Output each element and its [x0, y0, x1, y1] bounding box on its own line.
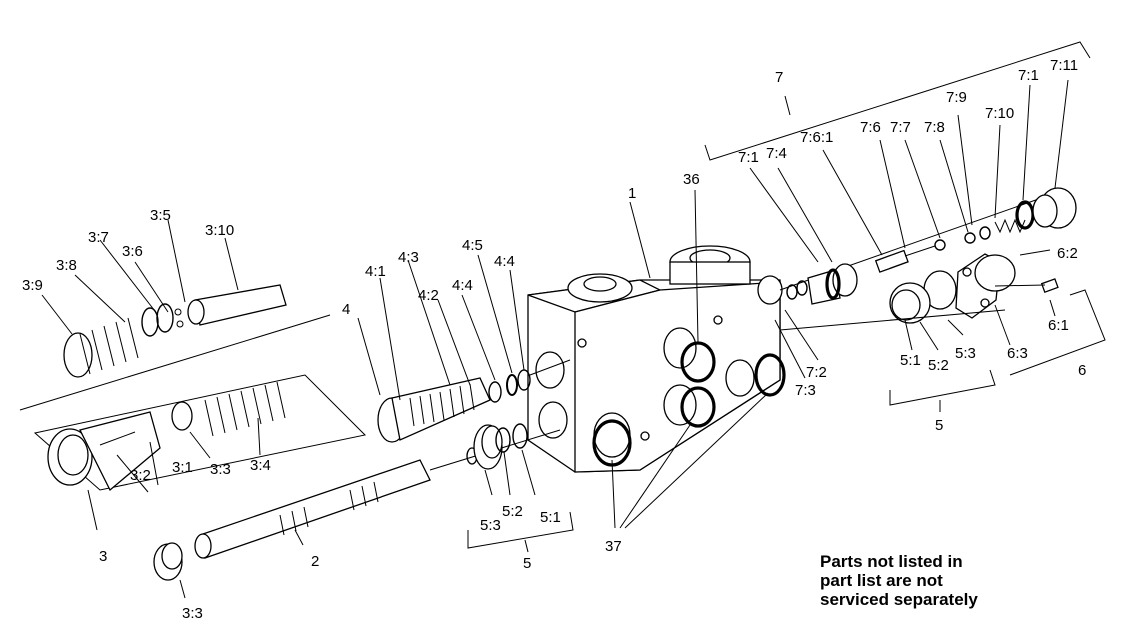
label-5-2-left: 5:2: [502, 503, 523, 520]
service-note-line-3: serviced separately: [820, 590, 978, 609]
spring-assembly-3-lower: [33, 374, 367, 492]
part-labels: 7 7:1 7:11 7:9 7:10 7:6:1 7:6 7:7 7:8 7:…: [22, 57, 1086, 622]
label-3-5: 3:5: [150, 207, 171, 224]
parts-group-6-5-right: [889, 253, 1059, 324]
parts-group-5-left: [473, 423, 528, 470]
label-6-1: 6:1: [1048, 317, 1069, 334]
cartridge-group-7: [779, 187, 1077, 305]
label-5-1-left: 5:1: [540, 509, 561, 526]
label-7-8: 7:8: [924, 119, 945, 136]
label-7-1: 7:1: [738, 149, 759, 166]
label-5-1-right: 5:1: [900, 352, 921, 369]
label-7-9: 7:9: [946, 89, 967, 106]
label-7-1-top: 7:1: [1018, 67, 1039, 84]
label-4-4-left: 4:4: [452, 277, 473, 294]
label-3: 3: [99, 548, 107, 565]
label-3-9: 3:9: [22, 277, 43, 294]
label-7-10: 7:10: [985, 105, 1014, 122]
label-7-2: 7:2: [806, 364, 827, 381]
label-7-11: 7:11: [1050, 57, 1078, 74]
label-5-3-left: 5:3: [480, 517, 501, 534]
label-3-7: 3:7: [88, 229, 109, 246]
label-4-2: 4:2: [418, 287, 439, 304]
label-6-2: 6:2: [1057, 245, 1078, 262]
label-7-3: 7:3: [795, 382, 816, 399]
spool-group-4: [377, 359, 571, 443]
valve-housing-part-1: [527, 245, 783, 473]
label-3-2: 3:2: [130, 467, 151, 484]
spool-part-2: [153, 429, 561, 581]
label-4-5: 4:5: [462, 237, 483, 254]
label-6: 6: [1078, 362, 1086, 379]
label-4: 4: [342, 301, 350, 318]
label-7-6-1: 7:6:1: [800, 129, 833, 146]
label-3-1: 3:1: [172, 459, 193, 476]
label-4-1: 4:1: [365, 263, 386, 280]
label-3-8: 3:8: [56, 257, 77, 274]
label-37: 37: [605, 538, 622, 555]
label-3-4: 3:4: [250, 457, 271, 474]
label-4-3: 4:3: [398, 249, 419, 266]
service-note-line-2: part list are not: [820, 571, 943, 590]
label-5-3-right: 5:3: [955, 345, 976, 362]
label-36: 36: [683, 171, 700, 188]
label-7-6: 7:6: [860, 119, 881, 136]
label-1: 1: [628, 185, 636, 202]
leader-lines: [41, 41, 1106, 599]
o-rings-36-37: [592, 341, 786, 467]
label-7-7: 7:7: [890, 119, 911, 136]
label-4-4-right: 4:4: [494, 253, 515, 270]
service-note-line-1: Parts not listed in: [820, 552, 963, 571]
label-3-6: 3:6: [122, 243, 143, 260]
label-3-3-lower: 3:3: [182, 605, 203, 622]
label-7: 7: [775, 69, 783, 86]
label-5-right: 5: [935, 417, 943, 434]
label-2: 2: [311, 553, 319, 570]
label-3-3-upper: 3:3: [210, 461, 231, 478]
label-5-left: 5: [523, 555, 531, 572]
label-3-10: 3:10: [205, 222, 234, 239]
service-note: Parts not listed in part list are not se…: [820, 552, 1120, 609]
spring-assembly-3-upper: [19, 284, 331, 411]
label-5-2-right: 5:2: [928, 357, 949, 374]
label-7-4: 7:4: [766, 145, 787, 162]
label-6-3: 6:3: [1007, 345, 1028, 362]
